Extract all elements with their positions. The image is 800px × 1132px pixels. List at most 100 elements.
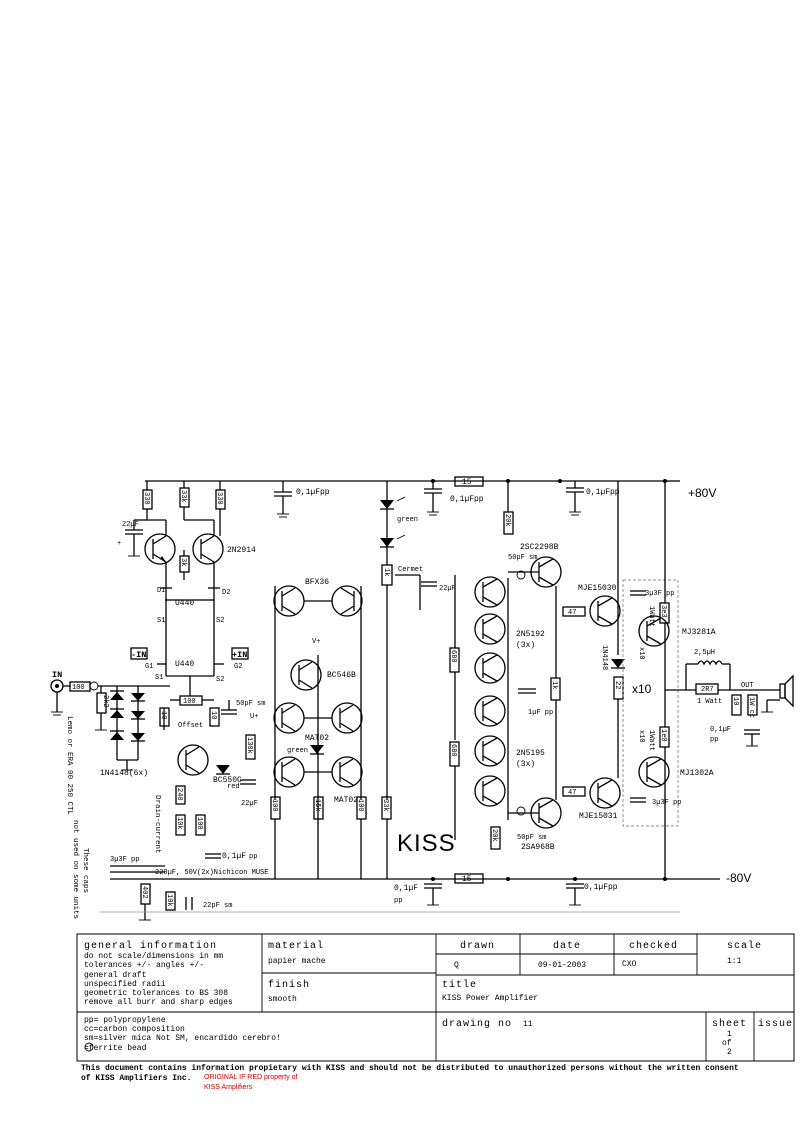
svg-text:3e3: 3e3 xyxy=(659,605,667,618)
svg-text:pp: pp xyxy=(710,736,718,744)
transistor-bc550c xyxy=(177,744,209,776)
proprietary-line-2: of KISS Amplifiers Inc. xyxy=(81,1074,191,1083)
pin-g2: G2 xyxy=(234,663,242,671)
resistor-130k: 130k xyxy=(245,734,256,760)
cap-22uf-input: 22µF + xyxy=(117,519,147,557)
sheet-total: 2 xyxy=(727,1048,732,1057)
pot-1k-cermet: 1k Cermet xyxy=(381,564,423,800)
svg-text:1µF pp: 1µF pp xyxy=(528,709,553,717)
svg-text:100: 100 xyxy=(183,698,196,706)
svg-text:22µF: 22µF xyxy=(122,521,139,529)
label-x10-bottom: x10 xyxy=(637,730,645,743)
svg-text:2k2: 2k2 xyxy=(101,695,109,708)
input-connector xyxy=(50,679,70,716)
diode-bridge-1n4148: 1N4148(6x) xyxy=(100,686,148,778)
cap-22pf-sm: 22pF sm xyxy=(185,897,232,910)
transistor-input-pair-left xyxy=(144,533,176,565)
resistor-1e0: 1e0 1Watt xyxy=(647,726,670,751)
svg-text:50pF sm: 50pF sm xyxy=(236,700,265,708)
array-2n5192 xyxy=(474,576,506,684)
caps-note-a: These caps xyxy=(81,848,89,893)
label-jfet-upper: U440 xyxy=(175,599,194,608)
resistor-20k-bottom: 20k xyxy=(490,826,501,850)
label-2n5195: 2N5195 xyxy=(516,749,545,758)
title-block xyxy=(76,933,795,1062)
transistor-2sa968b xyxy=(508,797,562,829)
resistor-100-vas-right: 100 xyxy=(356,796,367,879)
transistor-mje15031 xyxy=(589,777,621,809)
svg-text:22pF sm: 22pF sm xyxy=(203,902,232,910)
transistor-mat02-lower-left xyxy=(273,756,305,788)
transistor-mj1302a xyxy=(638,756,670,788)
pin-s1-bottom: S1 xyxy=(155,674,163,682)
array-2n5195 xyxy=(474,695,506,807)
label-50pf-top: 50pF sm xyxy=(508,554,537,562)
svg-text:22µF: 22µF xyxy=(439,585,456,593)
scale-value: 1:1 xyxy=(727,957,742,966)
negative-rail xyxy=(110,877,720,881)
label-mj3281a: MJ3281A xyxy=(682,628,716,637)
cap-3u3-input: 3µ3F pp xyxy=(110,856,145,873)
cap-1uf-pp: 1µF pp xyxy=(518,688,553,717)
svg-text:1e0: 1e0 xyxy=(659,729,667,742)
resistor-33k-bias: 33k xyxy=(381,796,392,879)
finish-heading: finish xyxy=(268,979,310,991)
resistor-3e3: 3e3 1Watt xyxy=(647,602,670,627)
label-mje15030: MJE15030 xyxy=(578,584,617,593)
svg-text:2,5µH: 2,5µH xyxy=(694,649,715,657)
title-value: KISS Power Amplifier xyxy=(442,994,538,1003)
cap-50pf-sm: 50pF sm xyxy=(221,700,265,715)
ferrite-bead-icon xyxy=(84,1042,94,1052)
svg-text:680: 680 xyxy=(449,744,457,757)
resistor-10-out: 10 xyxy=(731,694,742,716)
svg-text:1Watt: 1Watt xyxy=(647,730,655,751)
vplus-label-a: V+ xyxy=(312,638,320,646)
issue-heading: issue xyxy=(758,1018,793,1030)
input-label: IN xyxy=(52,670,62,680)
pin-d1-top: D1 xyxy=(157,587,165,595)
svg-text:+IN: +IN xyxy=(232,650,247,660)
label-bfx36: BFX36 xyxy=(305,578,329,587)
legend-line-2: cc=carbon composition xyxy=(84,1025,185,1034)
cap-decoupling-top-3: 0,1µFpp xyxy=(566,481,620,516)
input-lemo-note: Lemo or ERA 00 250 CTL xyxy=(65,716,73,816)
svg-text:100: 100 xyxy=(356,799,364,812)
label-bc546b: BC546B xyxy=(327,671,356,680)
neg-in-terminal: -IN xyxy=(130,647,148,660)
svg-text:100: 100 xyxy=(195,817,203,830)
svg-text:1k: 1k xyxy=(382,568,390,576)
resistor-47-bottom: 47 xyxy=(562,786,586,797)
vas-verticals xyxy=(274,586,362,879)
svg-text:0,1µF: 0,1µF xyxy=(394,884,418,893)
svg-text:3µ3F pp: 3µ3F pp xyxy=(652,799,681,807)
svg-text:15: 15 xyxy=(462,478,472,487)
svg-text:pp: pp xyxy=(249,853,257,861)
svg-text:20k: 20k xyxy=(503,514,511,527)
drain-current-note: Drain-current xyxy=(153,795,161,854)
svg-text:0,1µF: 0,1µF xyxy=(710,726,731,734)
resistor-680-top: 680 xyxy=(449,575,460,740)
gen-line-4: unspecified radii xyxy=(84,980,166,989)
resistor-15-bottom: 15 xyxy=(454,873,484,884)
transistor-bc546b xyxy=(290,659,322,691)
label-mje15031: MJE15031 xyxy=(579,812,618,821)
resistor-2k2: 2k2 xyxy=(95,686,109,731)
svg-text:OUT: OUT xyxy=(741,682,754,690)
svg-text:33k: 33k xyxy=(179,490,187,503)
label-50pf-bot: 50pF sm xyxy=(517,834,546,842)
resistor-100-vas-left: 100 xyxy=(270,796,281,879)
speaker-icon xyxy=(761,674,794,713)
transistor-mat02-lower-right xyxy=(304,756,363,788)
svg-text:10: 10 xyxy=(159,711,167,719)
red-notice-line-2: KISS Amplifiers xyxy=(204,1084,253,1091)
svg-text:22: 22 xyxy=(613,681,621,689)
cap-decoupling-top-2: 0,1µFpp xyxy=(424,481,484,516)
svg-text:0,1µFpp: 0,1µFpp xyxy=(450,495,484,504)
title-heading: title xyxy=(442,979,477,991)
svg-text:3k: 3k xyxy=(179,558,187,566)
cap-3u3-bottom: 3µ3F pp xyxy=(630,797,681,807)
svg-text:33k: 33k xyxy=(381,799,389,812)
label-2n5192-qty: (3x) xyxy=(516,641,535,650)
label-bc550c: BC550C xyxy=(213,776,242,785)
svg-text:10: 10 xyxy=(209,711,217,719)
